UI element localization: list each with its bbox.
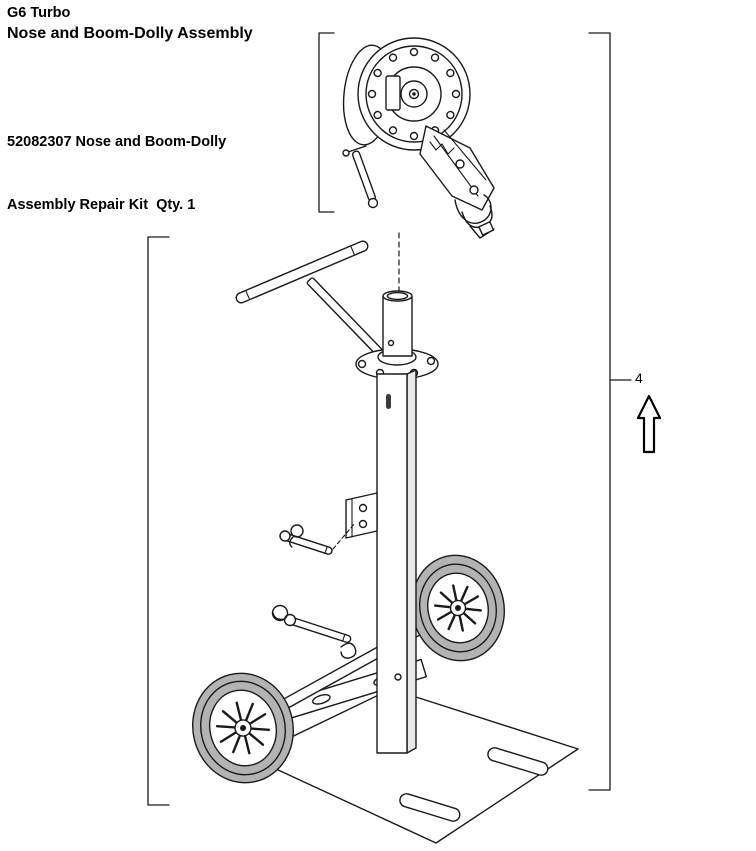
- right-extent-bracket: [588, 32, 611, 791]
- nose-mount-bracket: [419, 125, 495, 211]
- base-plate-slot-bottom: [399, 793, 461, 822]
- nose-hook-latch: [454, 194, 495, 239]
- t-handle-crossbar: [235, 240, 369, 304]
- r-clip: [340, 642, 357, 659]
- title-block: G6 Turbo Nose and Boom-Dolly Assembly: [7, 4, 253, 44]
- nose-sheave-disc: [357, 37, 471, 151]
- nose-bolt-holes: [367, 47, 461, 141]
- repair-kit-note-line2: Assembly Repair Kit Qty. 1: [7, 197, 196, 213]
- pin-alignment-dashed-line: [332, 522, 356, 550]
- base-plate-slot-right: [487, 747, 549, 776]
- mid-bracket: [345, 492, 378, 539]
- mast-post-cylinder: [382, 290, 413, 357]
- page-title: Nose and Boom-Dolly Assembly: [7, 25, 253, 42]
- left-extent-bracket: [147, 236, 170, 806]
- model-name: G6 Turbo: [7, 5, 71, 21]
- base-plate: [249, 688, 579, 844]
- nose-latch-lever: [342, 145, 379, 209]
- mast-tube-hole: [394, 673, 402, 681]
- mast-tube: [376, 369, 417, 754]
- repair-kit-note-line1: 52082307 Nose and Boom-Dolly: [7, 134, 227, 150]
- mast-tube-slot: [386, 394, 391, 409]
- callout-4-label: 4: [635, 370, 643, 386]
- callout-4-up-arrow-icon: [636, 394, 662, 454]
- nose-assembly: [342, 37, 495, 239]
- left-wheel: [191, 672, 295, 784]
- clevis-pin-upper: [279, 522, 356, 555]
- nose-extent-bracket: [318, 32, 335, 213]
- repair-kit-note: 52082307 Nose and Boom-Dolly Assembly Re…: [7, 90, 226, 258]
- t-handle: [235, 240, 392, 365]
- hitch-pin-lower: [271, 604, 357, 659]
- right-wheel: [410, 554, 506, 662]
